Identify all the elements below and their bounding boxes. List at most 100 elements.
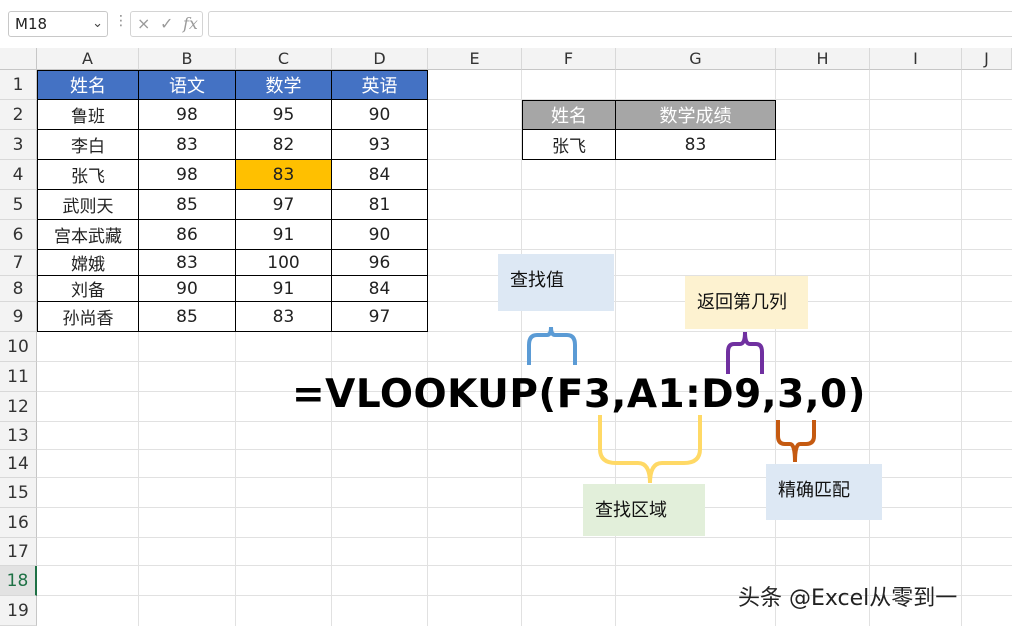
table1-cell[interactable]: 86 xyxy=(139,220,236,250)
enter-icon[interactable]: ✓ xyxy=(160,14,174,33)
gridline-horizontal xyxy=(37,361,1012,362)
annotation-column-index: 返回第几列 xyxy=(685,276,808,329)
column-header-c[interactable]: C xyxy=(236,48,332,70)
table1-cell[interactable]: 81 xyxy=(332,190,428,220)
gridline-vertical xyxy=(615,70,616,626)
gridline-horizontal xyxy=(37,219,1012,220)
column-header-a[interactable]: A xyxy=(37,48,139,70)
annotation-lookup-range: 查找区域 xyxy=(583,484,705,536)
annotation-exact-match: 精确匹配 xyxy=(766,464,882,520)
column-header-h[interactable]: H xyxy=(776,48,870,70)
table1-cell[interactable]: 100 xyxy=(236,250,332,276)
cancel-icon[interactable]: × xyxy=(137,14,151,33)
gridline-horizontal xyxy=(37,391,1012,392)
name-box-value: M18 xyxy=(15,15,48,33)
row-header-1[interactable]: 1 xyxy=(0,70,37,100)
row-header-5[interactable]: 5 xyxy=(0,190,37,220)
table1-cell[interactable]: 97 xyxy=(332,302,428,332)
table1-cell[interactable]: 98 xyxy=(139,100,236,130)
column-header-d[interactable]: D xyxy=(332,48,428,70)
column-header-j[interactable]: J xyxy=(962,48,1012,70)
column-header-e[interactable]: E xyxy=(428,48,522,70)
gridline-horizontal xyxy=(37,189,1012,190)
gridline-horizontal xyxy=(37,537,1012,538)
row-header-7[interactable]: 7 xyxy=(0,250,37,276)
row-header-10[interactable]: 10 xyxy=(0,332,37,362)
table1-cell[interactable]: 95 xyxy=(236,100,332,130)
gridline-horizontal xyxy=(37,595,1012,596)
table1-cell[interactable]: 85 xyxy=(139,302,236,332)
table1-cell[interactable]: 张飞 xyxy=(37,160,139,190)
table1-cell[interactable]: 91 xyxy=(236,220,332,250)
row-header-12[interactable]: 12 xyxy=(0,392,37,422)
table1-header-cell[interactable]: 英语 xyxy=(332,70,428,100)
table1-cell[interactable]: 96 xyxy=(332,250,428,276)
table1-cell[interactable]: 83 xyxy=(236,302,332,332)
table2-header-cell[interactable]: 数学成绩 xyxy=(616,100,776,130)
column-header-b[interactable]: B xyxy=(139,48,236,70)
table2-header-cell[interactable]: 姓名 xyxy=(522,100,616,130)
table1-header-cell[interactable]: 语文 xyxy=(139,70,236,100)
lookup-value-brace xyxy=(527,326,577,365)
chevron-down-icon[interactable]: ⌄ xyxy=(92,16,103,31)
table2-cell[interactable]: 83 xyxy=(616,130,776,160)
annotation-exact-match-label: 精确匹配 xyxy=(778,480,850,501)
table1-cell[interactable]: 93 xyxy=(332,130,428,160)
row-header-8[interactable]: 8 xyxy=(0,276,37,302)
row-header-14[interactable]: 14 xyxy=(0,450,37,478)
gridline-vertical xyxy=(961,70,962,626)
row-header-19[interactable]: 19 xyxy=(0,596,37,626)
table1-cell[interactable]: 85 xyxy=(139,190,236,220)
lookup-range-brace xyxy=(598,415,702,484)
gridline-horizontal xyxy=(37,565,1012,566)
gridline-vertical xyxy=(331,70,332,626)
table1-cell[interactable]: 83 xyxy=(139,250,236,276)
row-header-18[interactable]: 18 xyxy=(0,566,37,596)
table1-cell[interactable]: 84 xyxy=(332,160,428,190)
formula-input[interactable] xyxy=(208,11,1012,37)
table1-cell[interactable]: 90 xyxy=(332,100,428,130)
more-options-icon[interactable]: ⋮ xyxy=(114,13,128,29)
row-header-4[interactable]: 4 xyxy=(0,160,37,190)
table1-cell[interactable]: 鲁班 xyxy=(37,100,139,130)
annotation-lookup-value-label: 查找值 xyxy=(510,270,564,291)
select-all-corner[interactable] xyxy=(0,48,37,70)
column-header-i[interactable]: I xyxy=(870,48,962,70)
table1-cell[interactable]: 83 xyxy=(236,160,332,190)
table1-cell[interactable]: 孙尚香 xyxy=(37,302,139,332)
column-header-f[interactable]: F xyxy=(522,48,616,70)
row-header-3[interactable]: 3 xyxy=(0,130,37,160)
table1-cell[interactable]: 84 xyxy=(332,276,428,302)
name-box[interactable]: M18 ⌄ xyxy=(8,11,108,37)
formula-text: =VLOOKUP(F3,A1:D9,3,0) xyxy=(292,372,866,417)
table1-cell[interactable]: 90 xyxy=(332,220,428,250)
row-header-17[interactable]: 17 xyxy=(0,538,37,566)
row-header-13[interactable]: 13 xyxy=(0,422,37,450)
row-header-15[interactable]: 15 xyxy=(0,478,37,508)
table1-cell[interactable]: 97 xyxy=(236,190,332,220)
row-header-2[interactable]: 2 xyxy=(0,100,37,130)
table1-cell[interactable]: 宫本武藏 xyxy=(37,220,139,250)
table2-cell[interactable]: 张飞 xyxy=(522,130,616,160)
table1-cell[interactable]: 武则天 xyxy=(37,190,139,220)
table1-header-cell[interactable]: 姓名 xyxy=(37,70,139,100)
row-header-9[interactable]: 9 xyxy=(0,302,37,332)
table1-cell[interactable]: 83 xyxy=(139,130,236,160)
table1-cell[interactable]: 98 xyxy=(139,160,236,190)
table1-cell[interactable]: 90 xyxy=(139,276,236,302)
row-header-6[interactable]: 6 xyxy=(0,220,37,250)
annotation-lookup-value: 查找值 xyxy=(498,254,614,311)
table1-cell[interactable]: 91 xyxy=(236,276,332,302)
gridline-horizontal xyxy=(37,249,1012,250)
table1-cell[interactable]: 李白 xyxy=(37,130,139,160)
table1-cell[interactable]: 82 xyxy=(236,130,332,160)
fx-icon[interactable]: fx xyxy=(183,14,198,33)
table1-header-cell[interactable]: 数学 xyxy=(236,70,332,100)
table1-cell[interactable]: 刘备 xyxy=(37,276,139,302)
column-header-g[interactable]: G xyxy=(616,48,776,70)
row-header-11[interactable]: 11 xyxy=(0,362,37,392)
gridline-horizontal xyxy=(37,507,1012,508)
table1-cell[interactable]: 嫦娥 xyxy=(37,250,139,276)
formula-buttons: × ✓ fx xyxy=(130,11,203,37)
row-header-16[interactable]: 16 xyxy=(0,508,37,538)
